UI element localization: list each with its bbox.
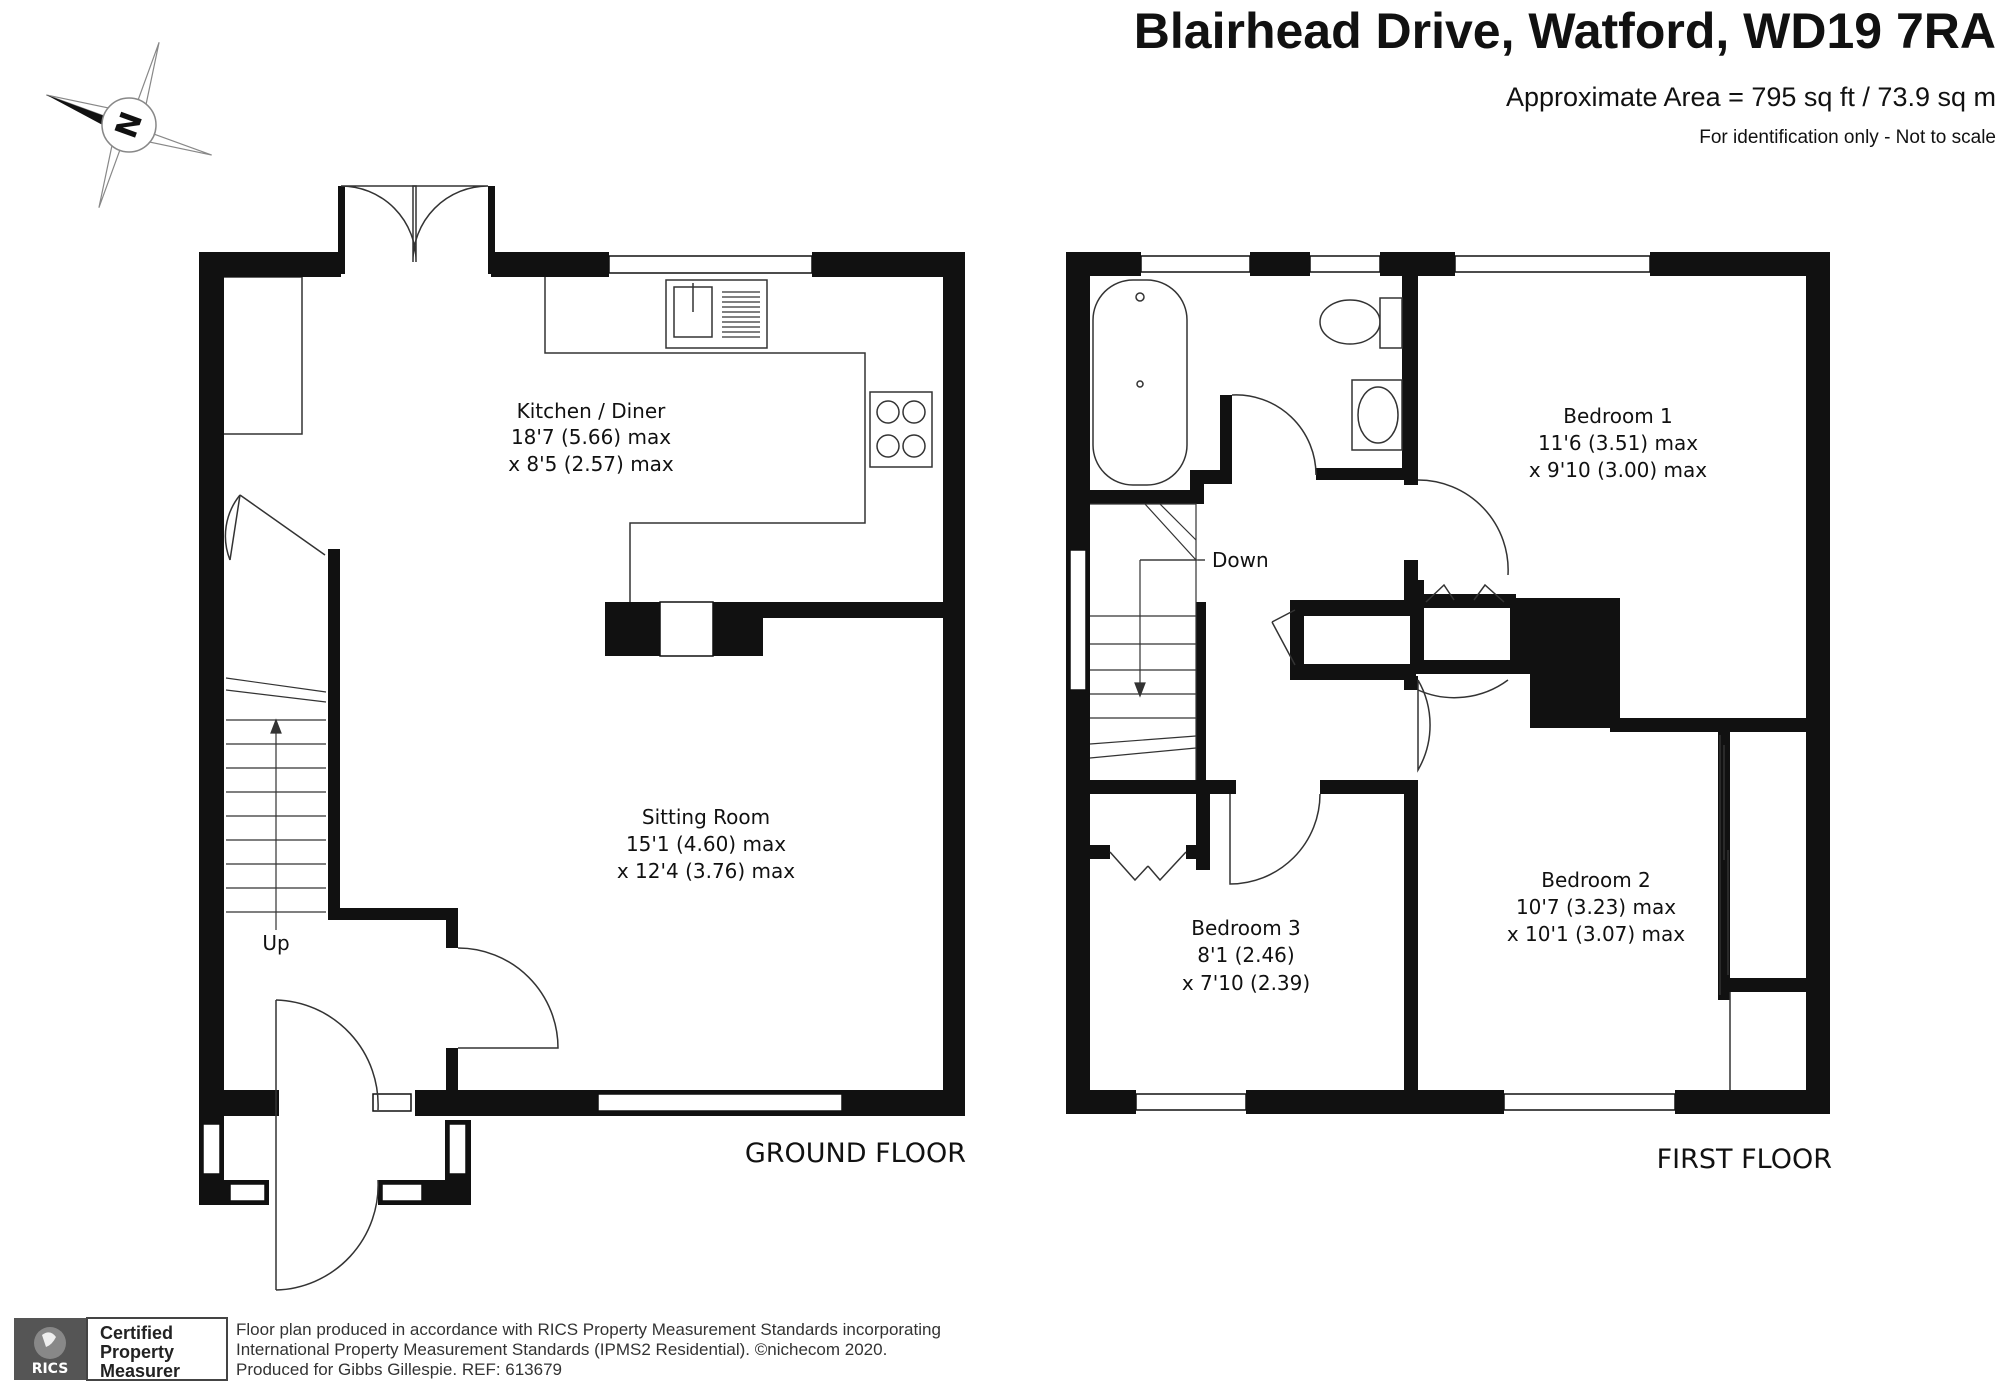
page-title: Blairhead Drive, Watford, WD19 7RA [1134, 3, 1996, 59]
toilet-icon [1319, 299, 1381, 345]
window [1454, 255, 1651, 273]
window [1309, 255, 1381, 273]
room-name-bedroom1: Bedroom 1 [1563, 404, 1673, 428]
floor-label-first: FIRST FLOOR [1657, 1144, 1832, 1175]
room-dim-sitting: 15'1 (4.60) max [626, 832, 786, 856]
room-name-bedroom2: Bedroom 2 [1541, 868, 1651, 892]
badge-org: RICS [32, 1361, 69, 1377]
window [1135, 1093, 1247, 1111]
scale-note: For identification only - Not to scale [1699, 127, 1996, 148]
window [608, 255, 813, 274]
floor-label-ground: GROUND FLOOR [745, 1138, 966, 1169]
bath-icon [1092, 279, 1188, 486]
room-dim-sitting: x 12'4 (3.76) max [617, 859, 795, 883]
footer-line2: International Property Measurement Stand… [236, 1340, 887, 1359]
room-dim-bedroom3: 8'1 (2.46) [1197, 943, 1294, 967]
room-dim-bedroom2: 10'7 (3.23) max [1516, 895, 1676, 919]
room-name-kitchen: Kitchen / Diner [517, 399, 667, 423]
window [1140, 255, 1251, 273]
area-summary: Approximate Area = 795 sq ft / 73.9 sq m [1506, 82, 1996, 112]
footer-line3: Produced for Gibbs Gillespie. REF: 61367… [236, 1360, 562, 1379]
basin-icon [1351, 379, 1403, 451]
hob-icon [869, 391, 933, 468]
room-dim-bedroom2: x 10'1 (3.07) max [1507, 922, 1685, 946]
ground-floor-plan: Up Kitchen / Diner 18'7 (5.66) max x 8'5… [199, 185, 966, 1291]
room-dim-bedroom1: 11'6 (3.51) max [1538, 431, 1698, 455]
footer-line1: Floor plan produced in accordance with R… [236, 1320, 941, 1339]
room-dim-kitchen: 18'7 (5.66) max [511, 425, 671, 449]
rics-badge: RICS Certified Property Measurer [14, 1317, 228, 1381]
stairs-up-label: Up [262, 931, 289, 955]
badge-line2: Property [100, 1342, 174, 1362]
room-name-bedroom3: Bedroom 3 [1191, 916, 1301, 940]
room-dim-bedroom3: x 7'10 (2.39) [1182, 971, 1310, 995]
room-dim-kitchen: x 8'5 (2.57) max [508, 452, 674, 476]
badge-line1: Certified [100, 1323, 173, 1343]
room-dim-bedroom1: x 9'10 (3.00) max [1529, 458, 1707, 482]
window [1503, 1093, 1676, 1111]
badge-line3: Measurer [100, 1361, 180, 1381]
stairs-down-label: Down [1212, 548, 1269, 572]
compass-icon: N [46, 42, 212, 208]
window [597, 1093, 843, 1112]
room-name-sitting: Sitting Room [642, 805, 770, 829]
first-floor-plan: Down Bedroom 1 11'6 (3.51) max x 9'10 (3… [1066, 252, 1832, 1175]
